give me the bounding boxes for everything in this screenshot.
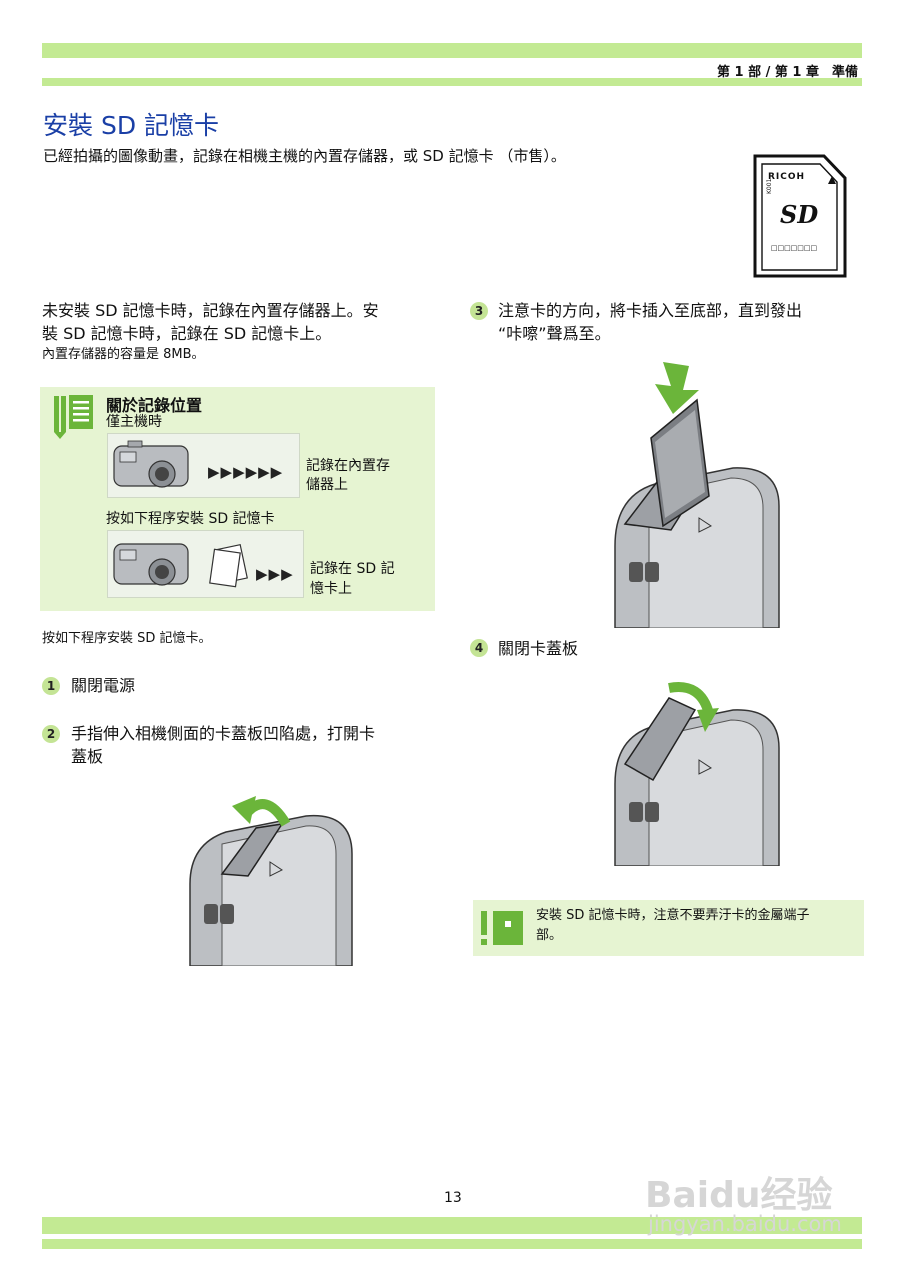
note-case1-label: 僅主機時 [106, 414, 162, 430]
note-title: 關於記錄位置 [106, 396, 203, 415]
step4-text: 關閉卡蓋板 [498, 639, 579, 658]
case1-arrows: ▶▶▶▶▶▶ [208, 463, 284, 481]
intro-text: 已經拍攝的圖像動畫，記錄在相機主機的內置存儲器，或 SD 記憶卡 （市售）。 [43, 147, 566, 165]
step4-number: 4 [470, 639, 488, 657]
footer-band-top [42, 1217, 862, 1234]
case1-destination-line1: 記錄在內置存 [306, 458, 390, 474]
caution-icon [479, 909, 525, 947]
header-band-top [42, 43, 862, 58]
case1-destination-line2: 儲器上 [306, 477, 348, 493]
header-band-bottom [42, 78, 862, 86]
case2-arrows: ▶▶▶ [256, 565, 294, 583]
case2-destination-line1: 記錄在 SD 記 [310, 561, 395, 577]
step2-number: 2 [42, 725, 60, 743]
camera-with-card-photo [107, 530, 304, 598]
sd-card-brand: RICOH [768, 172, 806, 182]
caution-line1: 安裝 SD 記憶卡時，注意不要弄汙卡的金屬端子 [536, 908, 810, 923]
baidu-watermark-logo: Baidu经验 [645, 1175, 833, 1216]
memo-icon [52, 393, 96, 441]
step1-text: 關閉電源 [71, 676, 136, 695]
left-para-line2: 裝 SD 記憶卡時，記錄在 SD 記憶卡上。 [42, 324, 332, 343]
procedure-text: 按如下程序安裝 SD 記憶卡。 [42, 631, 212, 646]
footer-band-bottom [42, 1239, 862, 1249]
step3-text-line1: 注意卡的方向，將卡插入至底部，直到發出 [498, 301, 803, 320]
step1-number: 1 [42, 677, 60, 695]
note-case2-label: 按如下程序安裝 SD 記憶卡 [106, 511, 275, 527]
step3-number: 3 [470, 302, 488, 320]
page-title: 安裝 SD 記憶卡 [43, 111, 220, 140]
case2-destination-line2: 憶卡上 [310, 581, 352, 597]
caution-line2: 部。 [536, 928, 563, 943]
baidu-watermark-url: jingyan.baidu.com [648, 1212, 842, 1236]
insert-card-illustration [613, 356, 781, 629]
header-breadcrumb: 第 1 部 / 第 1 章 準備 [717, 65, 858, 80]
sd-card-code: K001 [766, 178, 773, 194]
step2-text-line1: 手指伸入相機側面的卡蓋板凹陷處，打開卡 [71, 724, 376, 743]
capacity-text: 內置存儲器的容量是 8MB。 [42, 347, 205, 362]
sd-card-illustration: □□□□□□□ RICOH K001 SD [752, 152, 848, 280]
sd-card-logo: SD [780, 200, 819, 229]
open-cover-illustration [186, 784, 356, 967]
caution-note: 安裝 SD 記憶卡時，注意不要弄汙卡的金屬端子 部。 [473, 900, 864, 956]
page-number: 13 [444, 1190, 462, 1206]
close-cover-illustration [613, 680, 781, 867]
recording-location-note: 關於記錄位置 僅主機時 ▶▶▶▶▶▶ 記錄在內置存 儲器上 按如下程序安裝 SD… [40, 387, 435, 611]
left-para-line1: 未安裝 SD 記憶卡時，記錄在內置存儲器上。安 [42, 301, 379, 320]
step2-text-line2: 蓋板 [71, 747, 104, 766]
svg-text:□□□□□□□: □□□□□□□ [771, 244, 817, 252]
step3-text-line2: “咔嚓”聲爲至。 [498, 324, 611, 343]
camera-only-photo [107, 433, 300, 498]
